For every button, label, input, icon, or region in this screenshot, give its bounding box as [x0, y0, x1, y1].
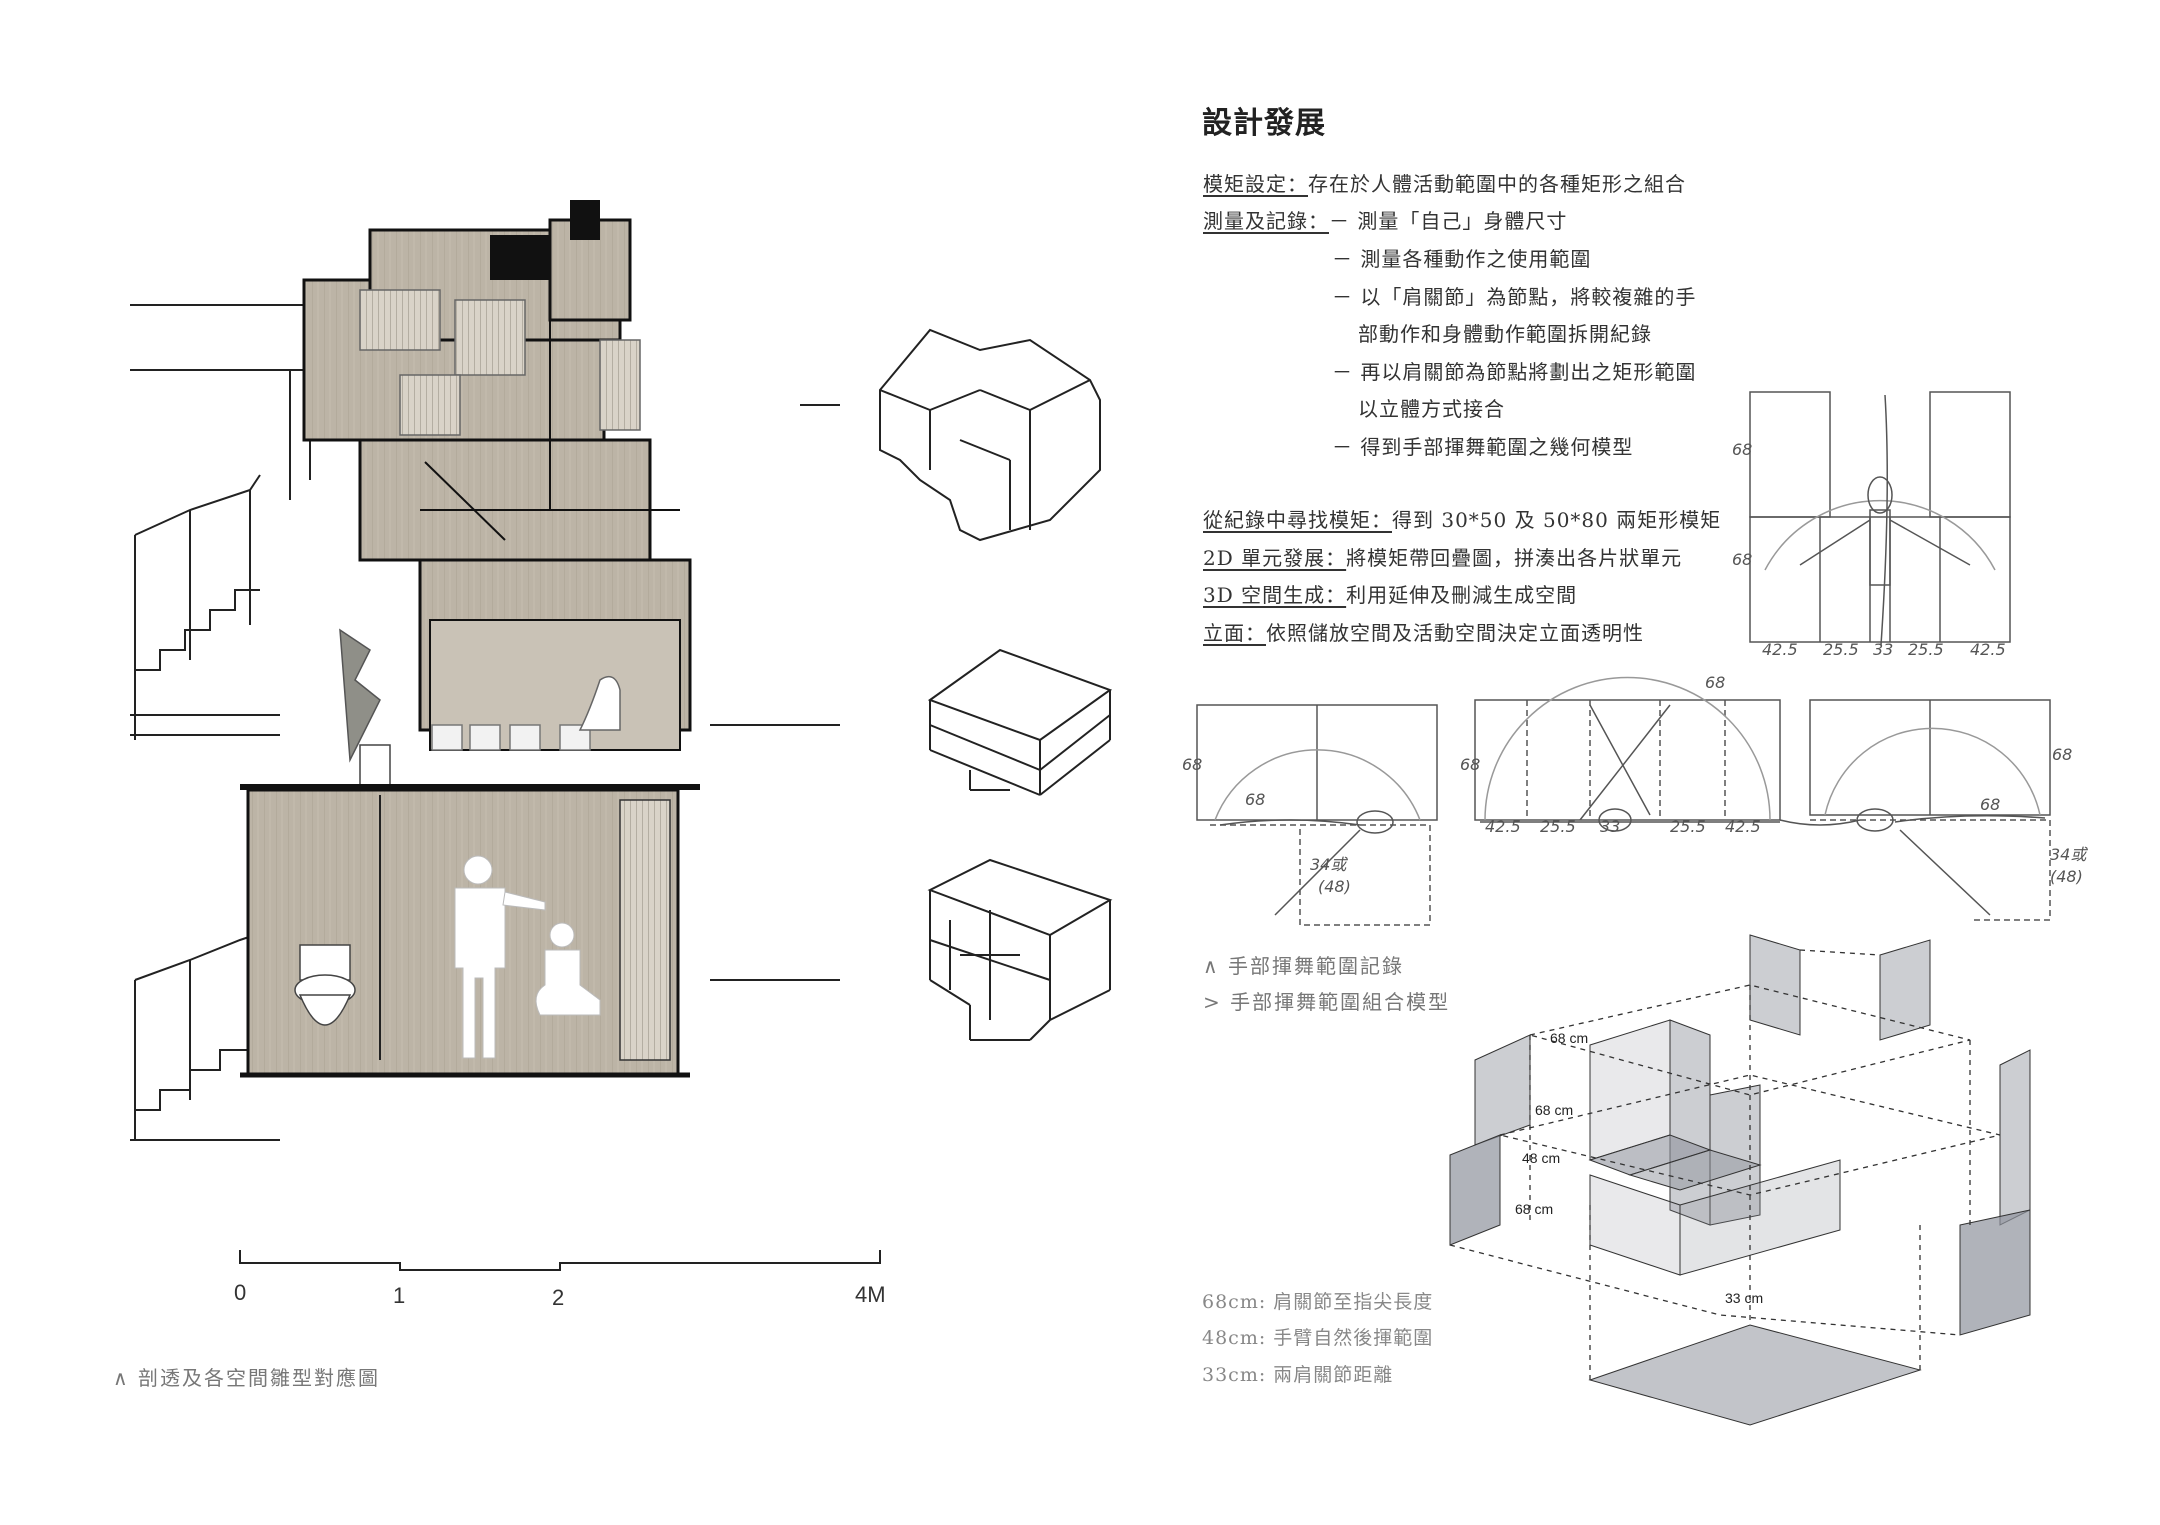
- section-perspective-drawing: [130, 200, 840, 1141]
- sketch-top-b5: 42.5: [1970, 640, 2006, 659]
- sketch-r2-b5: 42.5: [1725, 817, 1761, 836]
- sketch-r2-b3: 33: [1600, 817, 1620, 836]
- sketch-r1-h: 68: [1182, 755, 1202, 774]
- sketch-top-h1: 68: [1732, 440, 1752, 459]
- scale-label-4m: 4M: [855, 1282, 886, 1307]
- text-line-2: 測量及記錄：－ 測量「自己」身體尺寸: [1203, 209, 1568, 233]
- text-3d-space: 3D 空間生成：利用延伸及刪減生成空間: [1203, 583, 1578, 607]
- text-2d-unit: 2D 單元發展：將模矩帶回疊圖，拼湊出各片狀單元: [1203, 546, 1683, 570]
- text-line-7: 以立體方式接合: [1358, 397, 1505, 421]
- text-line-3: － 測量各種動作之使用範圍: [1332, 247, 1592, 271]
- sketch-r3-34: 34或: [2050, 845, 2088, 864]
- text-line-1: 模矩設定：存在於人體活動範圍中的各種矩形之組合: [1203, 172, 1686, 196]
- text-line-4: － 以「肩關節」為節點，將較複雜的手: [1332, 285, 1697, 309]
- dim-68-a: 68 cm: [1550, 1030, 1588, 1046]
- sketch-top-b1: 42.5: [1762, 640, 1798, 659]
- scale-label-1: 1: [393, 1283, 406, 1308]
- sketch-top-b4: 25.5: [1908, 640, 1944, 659]
- dim-68-b: 68 cm: [1535, 1102, 1573, 1118]
- sketch-r2-b1: 42.5: [1485, 817, 1521, 836]
- sketch-r1-34: 34或: [1310, 855, 1348, 874]
- sketch-r2-top: 68: [1705, 673, 1725, 692]
- sketch-r1-68: 68: [1245, 790, 1265, 809]
- page-title: 設計發展: [1202, 106, 1326, 141]
- text-elevation: 立面：依照儲放空間及活動空間決定立面透明性: [1203, 621, 1644, 645]
- sketch-r2-b2: 25.5: [1540, 817, 1576, 836]
- space-prototype-isometrics: [879, 328, 1113, 1041]
- section-caption: ∧ 剖透及各空間雛型對應圖: [113, 1366, 380, 1390]
- sketch-r2-b4: 25.5: [1670, 817, 1706, 836]
- sketch-top-b3: 33: [1873, 640, 1893, 659]
- dim-48: 48 cm: [1522, 1150, 1560, 1166]
- dim-68-c: 68 cm: [1515, 1201, 1553, 1217]
- sketch-r3-h: 68: [2052, 745, 2072, 764]
- sketch-top-b2: 25.5: [1823, 640, 1859, 659]
- text-line-5: 部動作和身體動作範圍拆開紀錄: [1358, 322, 1652, 346]
- scale-bar: [239, 1250, 881, 1271]
- sketch-top-h2: 68: [1732, 550, 1752, 569]
- text-line-6: － 再以肩關節為節點將劃出之矩形範圍: [1332, 360, 1697, 384]
- sketch-r3-68: 68: [1980, 795, 2000, 814]
- record-caption: ∧ 手部揮舞範圍記錄: [1203, 954, 1404, 978]
- model-caption: > 手部揮舞範圍組合模型: [1203, 990, 1451, 1014]
- scale-label-0: 0: [234, 1280, 247, 1305]
- scale-label-2: 2: [552, 1285, 565, 1310]
- arm-range-3d-model: 68 cm 68 cm 48 cm 68 cm 33 cm: [1449, 934, 2031, 1426]
- dim-33: 33 cm: [1725, 1290, 1763, 1306]
- text-module-search: 從紀錄中尋找模矩：得到 30*50 及 50*80 兩矩形模矩: [1203, 508, 1722, 532]
- sketch-r1-48: (48): [1318, 877, 1351, 896]
- text-line-8: － 得到手部揮舞範圍之幾何模型: [1332, 435, 1634, 459]
- arm-range-sketches: 68 68 42.5 25.5 33 25.5 42.5 68 68 68 42…: [1182, 391, 2088, 926]
- sketch-r3-48: (48): [2050, 867, 2083, 886]
- legend-48: 48cm: 手臂自然後揮範圍: [1202, 1327, 1434, 1349]
- legend-33: 33cm: 兩肩關節距離: [1202, 1364, 1394, 1386]
- sketch-r2-h: 68: [1460, 755, 1480, 774]
- legend-68: 68cm: 肩關節至指尖長度: [1202, 1291, 1434, 1313]
